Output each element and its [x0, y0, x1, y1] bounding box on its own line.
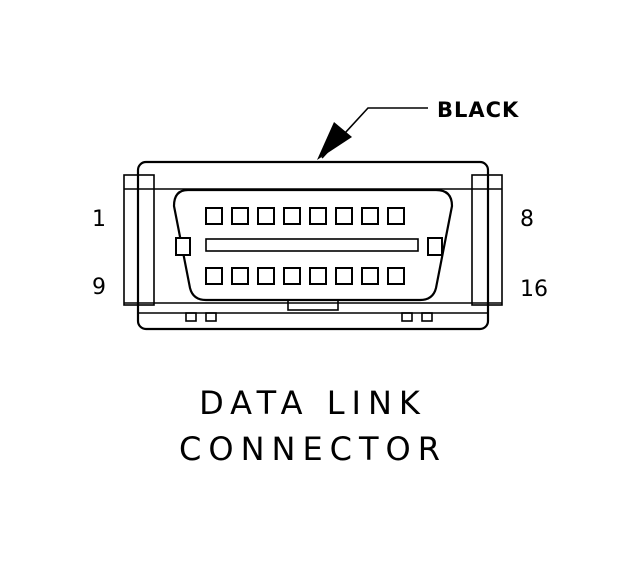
wire-color-callout: BLACK [317, 98, 519, 160]
right-flange [471, 174, 503, 306]
leader-arrowhead [317, 122, 352, 160]
pin-row-bottom [205, 267, 405, 285]
pin-label-9: 9 [92, 275, 106, 300]
latch-right-2 [421, 312, 433, 322]
pin-10 [231, 267, 249, 285]
pin-label-16: 16 [520, 277, 548, 302]
pin-label-1: 1 [92, 207, 106, 232]
pin-label-8: 8 [520, 207, 534, 232]
pin-4 [283, 207, 301, 225]
connector-shroud [172, 188, 454, 302]
pin-12 [283, 267, 301, 285]
pin-6 [335, 207, 353, 225]
latch-left-1 [185, 312, 197, 322]
pin-15 [361, 267, 379, 285]
pin-1 [205, 207, 223, 225]
pin-2 [231, 207, 249, 225]
pin-8 [387, 207, 405, 225]
connector-housing [136, 160, 490, 331]
pin-14 [335, 267, 353, 285]
pin-13 [309, 267, 327, 285]
pin-11 [257, 267, 275, 285]
pin-row-top [205, 207, 405, 225]
pin-5 [309, 207, 327, 225]
latch-right-1 [401, 312, 413, 322]
diagram-title-line1: DATA LINK [199, 384, 427, 422]
wire-color-label: BLACK [437, 98, 519, 122]
left-flange [123, 174, 155, 306]
locking-tab [287, 299, 339, 311]
latch-left-2 [205, 312, 217, 322]
pin-16 [387, 267, 405, 285]
diagram-title-line2: CONNECTOR [179, 430, 447, 468]
center-bar [205, 238, 419, 252]
connector-body [123, 160, 503, 331]
pin-9 [205, 267, 223, 285]
pin-3 [257, 207, 275, 225]
side-key-left [175, 237, 191, 256]
pin-7 [361, 207, 379, 225]
side-key-right [427, 237, 443, 256]
